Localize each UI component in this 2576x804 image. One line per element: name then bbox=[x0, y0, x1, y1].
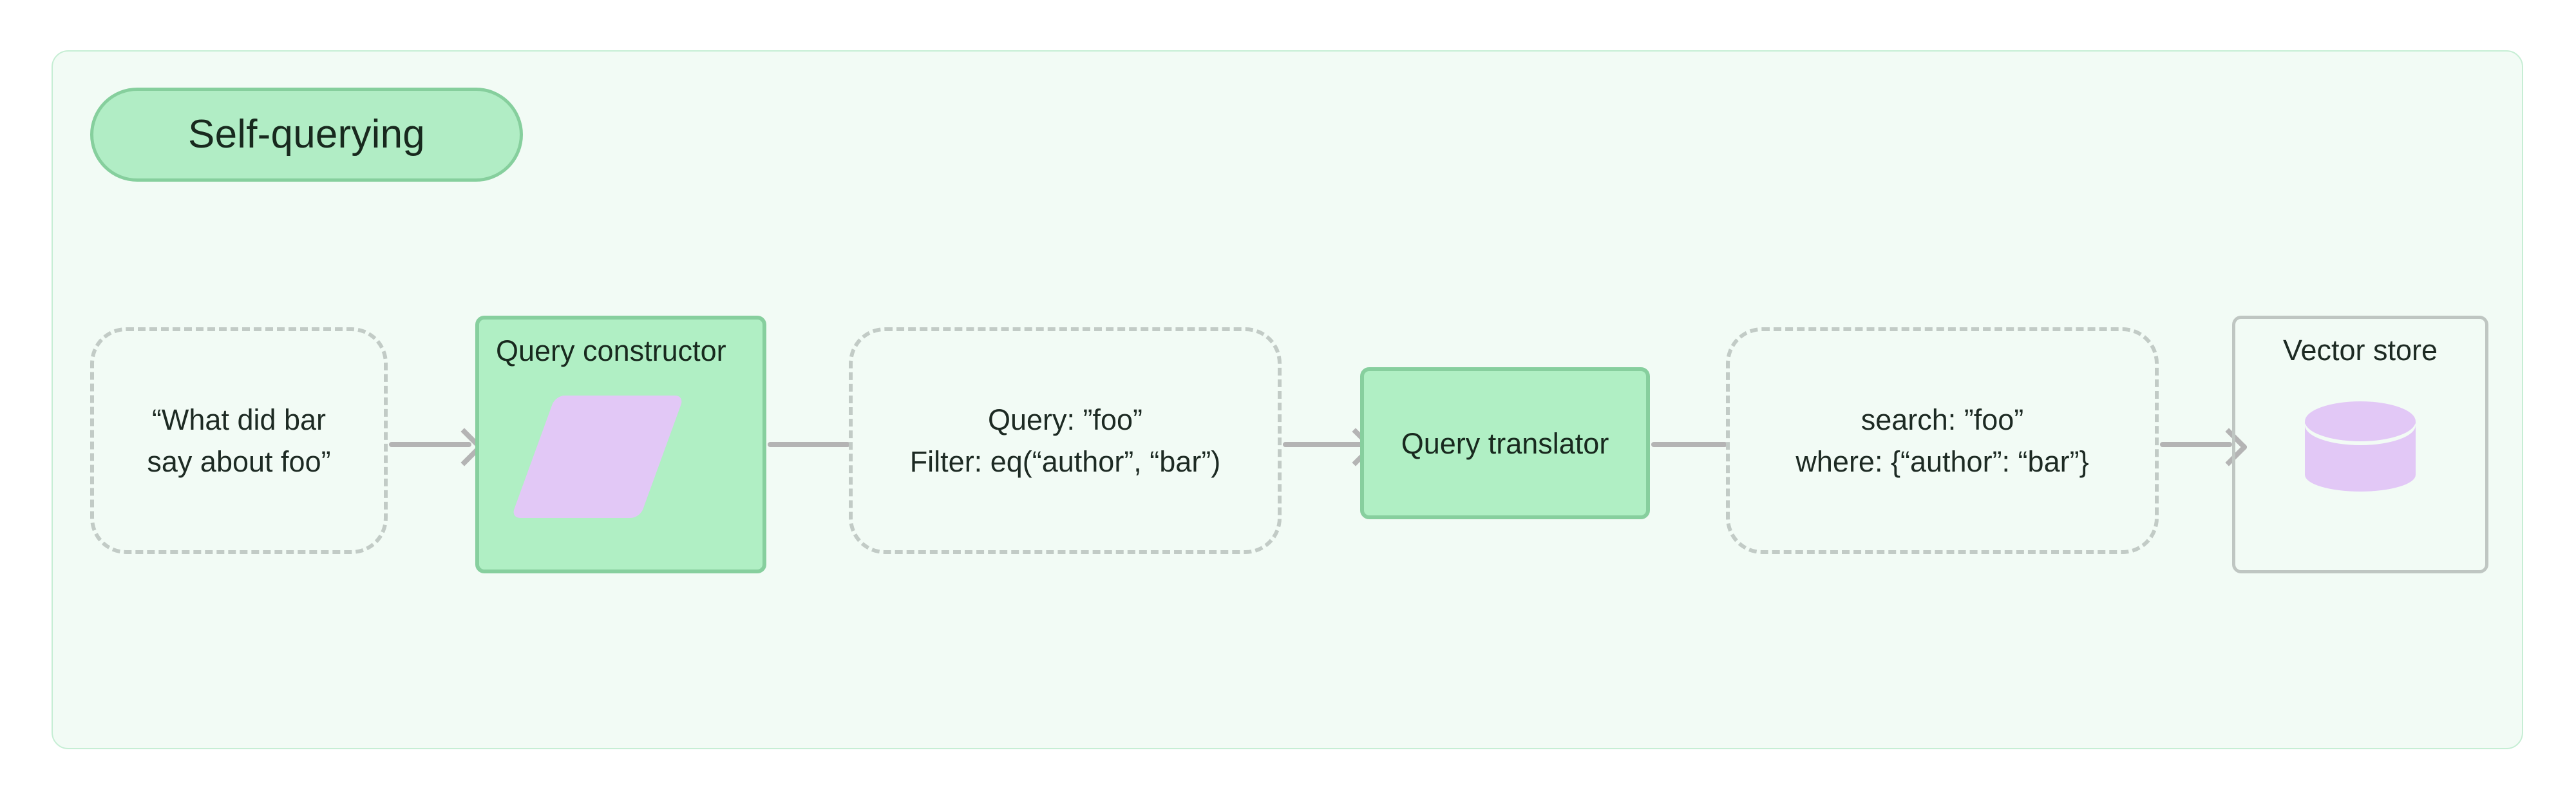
node-user-question: “What did bar say about foo” bbox=[90, 327, 388, 554]
edge-translated-query-to-vector-store bbox=[2160, 442, 2232, 447]
node-query-constructor-label: Query constructor bbox=[496, 334, 726, 367]
node-translated-query-line-1: search: ”foo” bbox=[1861, 403, 2024, 436]
node-structured-query: Query: ”foo” Filter: eq(“author”, “bar”) bbox=[849, 327, 1282, 554]
edge-user-question-to-query-constructor bbox=[389, 442, 471, 447]
node-query-constructor[interactable]: Query constructor bbox=[475, 316, 766, 573]
node-vector-store[interactable]: Vector store bbox=[2232, 316, 2488, 573]
node-query-translator[interactable]: Query translator bbox=[1360, 367, 1650, 519]
node-translated-query: search: ”foo” where: {“author”: “bar”} bbox=[1726, 327, 2159, 554]
node-translated-query-line-2: where: {“author”: “bar”} bbox=[1795, 445, 2089, 478]
section-title-label: Self-querying bbox=[188, 112, 425, 157]
edge-query-constructor-to-structured-query bbox=[768, 442, 850, 447]
edge-query-translator-to-translated-query bbox=[1651, 442, 1727, 447]
section-title-pill: Self-querying bbox=[90, 88, 523, 182]
database-cylinder-icon bbox=[2305, 401, 2416, 497]
node-vector-store-label: Vector store bbox=[2282, 334, 2438, 367]
cylinder-top-ellipse bbox=[2305, 401, 2416, 441]
node-structured-query-line-1: Query: ”foo” bbox=[987, 403, 1143, 436]
edge-structured-query-to-query-translator bbox=[1283, 442, 1363, 447]
node-query-translator-label: Query translator bbox=[1401, 426, 1609, 460]
node-user-question-line-2: say about foo” bbox=[147, 445, 331, 478]
node-structured-query-line-2: Filter: eq(“author”, “bar”) bbox=[909, 445, 1221, 478]
node-user-question-line-1: “What did bar bbox=[151, 403, 327, 436]
parallelogram-icon bbox=[511, 396, 685, 518]
